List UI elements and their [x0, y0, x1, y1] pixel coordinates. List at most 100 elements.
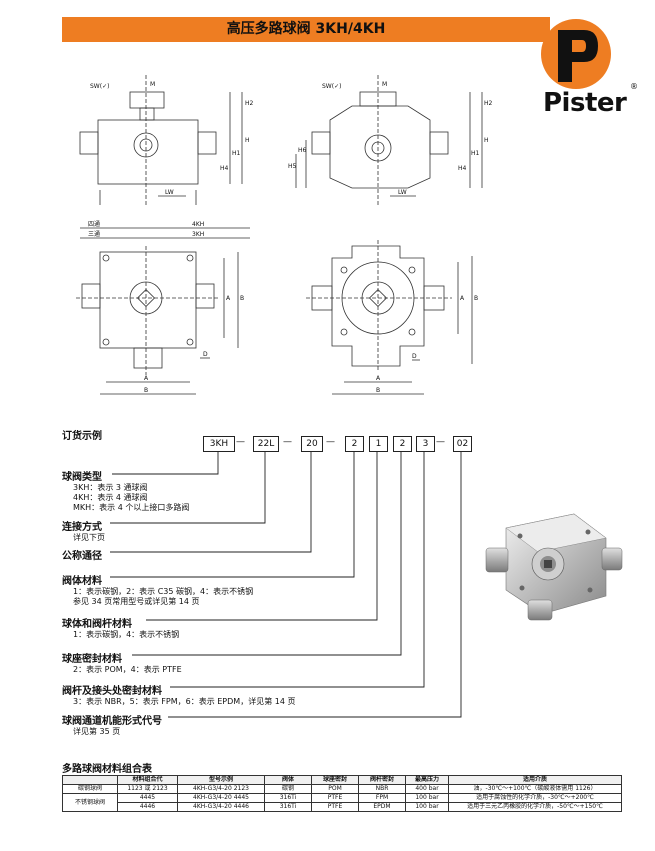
a-label: A [226, 295, 231, 302]
col-header: 阀体 [264, 775, 312, 785]
table-row: 4446 4KH-G3/4-20 4446 316Ti PTFE EPDM 10… [63, 802, 622, 812]
desc-line: 详见第 35 页 [73, 727, 121, 736]
plan-view-3kh [76, 227, 250, 395]
desc-line: 详见下页 [73, 533, 105, 542]
b-label: B [376, 387, 380, 394]
desc-line: 参见 34 页常用型号或详见第 14 页 [73, 597, 200, 606]
table-cell: 4446 [117, 802, 178, 812]
a-label: A [460, 295, 465, 302]
section-body-material: 阀体材料 1：表示碳钢，2：表示 C35 碳钢，4：表示不锈钢 参见 34 页常… [62, 572, 253, 607]
h4-label: H4 [220, 165, 229, 172]
h-label: H [484, 137, 489, 144]
h2-label: H2 [484, 100, 493, 107]
code-body-material: 2 [345, 436, 364, 452]
technical-drawings: SW(✓) M H2 H H1 H4 LW SW(✓) M H2 H H6 H5… [76, 75, 493, 395]
registered-mark: ® [630, 82, 638, 91]
m-label: M [382, 81, 387, 88]
h-label: H [245, 137, 250, 144]
section-title: 球体和阀杆材料 [62, 619, 132, 630]
brand-name: Pister [543, 88, 627, 118]
table-cell: 316Ti [264, 802, 312, 812]
table-row: 不锈钢球阀 4445 4KH-G3/4-20 4445 316Ti PTFE F… [62, 793, 622, 812]
header-bar [62, 17, 550, 42]
front-view-4kh [295, 75, 483, 205]
plan-view-4kh [306, 240, 473, 395]
b-label: B [240, 295, 244, 302]
valve-product-photo [485, 513, 623, 621]
table-cell: 4445 [117, 793, 178, 803]
code-function: 02 [453, 436, 472, 452]
b-label: B [474, 295, 478, 302]
desc-line: 1：表示碳钢，4：表示不锈钢 [73, 630, 180, 639]
d-label: D [203, 351, 208, 358]
sw-label: SW(✓) [322, 83, 341, 90]
material-table: 材料组合代 型号示例 阀体 球座密封 阀杆密封 最高压力 适用介质 碳钢球阀 1… [62, 775, 622, 812]
section-title: 连接方式 [62, 522, 102, 533]
pister-logo [541, 19, 611, 89]
desc-line: 3KH：表示 3 通球阀 [73, 483, 148, 492]
code-type: 3KH [203, 436, 235, 452]
section-ball-stem-material: 球体和阀杆材料 1：表示碳钢，4：表示不锈钢 [62, 615, 179, 640]
code-stem-seal: 3 [416, 436, 435, 452]
code-dash: — [283, 437, 292, 447]
code-nominal-size: 20 [301, 436, 323, 452]
h5-label: H5 [288, 163, 297, 170]
desc-line: 3：表示 NBR，5：表示 FPM，6：表示 EPDM，详见第 14 页 [73, 697, 296, 706]
col-header: 材料组合代 [117, 775, 178, 785]
section-nominal-size: 公称通径 [62, 547, 102, 562]
four-way-label: 四通 [88, 220, 100, 228]
col-header: 阀杆密封 [358, 775, 406, 785]
table-cell: 不锈钢球阀 [62, 793, 118, 812]
table-cell: 316Ti [264, 793, 312, 803]
section-desc: 3KH：表示 3 通球阀 4KH：表示 4 通球阀 MKH：表示 4 个以上接口… [73, 483, 189, 513]
desc-line: MKH：表示 4 个以上接口多路阀 [73, 503, 190, 512]
h4-label: H4 [458, 165, 467, 172]
table-cell: POM [311, 784, 359, 794]
table-cell: 1123 或 2123 [117, 784, 178, 794]
section-function-code: 球阀通道机能形式代号 详见第 35 页 [62, 712, 162, 737]
table-cell: 4KH-G3/4-20 4445 [177, 793, 265, 803]
table-row: 碳钢球阀 1123 或 2123 4KH-G3/4-20 2123 碳钢 POM… [62, 784, 622, 794]
col-header: 球座密封 [311, 775, 359, 785]
table-cell: EPDM [358, 802, 406, 812]
section-seat-seal: 球座密封材料 2：表示 POM，4：表示 PTFE [62, 650, 182, 675]
table-cell: 油，-30℃～+100℃（碳酸液体需用 1126） [448, 784, 622, 794]
table-cell: 4KH-G3/4-20 4446 [177, 802, 265, 812]
table-cell: 100 bar [405, 802, 449, 812]
sw-label: SW(✓) [90, 83, 109, 90]
col-header: 型号示例 [177, 775, 265, 785]
code-dash: — [436, 437, 445, 447]
h1-label: H1 [232, 150, 241, 157]
3kh-label: 3KH [192, 231, 204, 238]
table-cell: 适用于三元乙丙橡胶的化学介质，-50℃～+150℃ [448, 802, 622, 812]
table-cell: 碳钢 [264, 784, 312, 794]
table-title: 多路球阀材料组合表 [62, 764, 152, 775]
page-title: 高压多路球阀 3KH/4KH [226, 21, 386, 37]
table-cell: 100 bar [405, 793, 449, 803]
desc-line: 2：表示 POM，4：表示 PTFE [73, 665, 182, 674]
code-connection: 22L [253, 436, 279, 452]
order-heading: 订货示例 [62, 431, 102, 442]
desc-line: 1：表示碳钢，2：表示 C35 碳钢，4：表示不锈钢 [73, 587, 254, 596]
lw-label: LW [398, 189, 407, 196]
table-cell: NBR [358, 784, 406, 794]
code-ball-material: 1 [369, 436, 388, 452]
desc-line: 4KH：表示 4 通球阀 [73, 493, 148, 502]
section-title: 公称通径 [62, 551, 102, 562]
4kh-label: 4KH [192, 221, 204, 228]
section-connection: 连接方式 详见下页 [62, 518, 105, 543]
section-title: 阀体材料 [62, 576, 102, 587]
col-header: 适用介质 [448, 775, 622, 785]
code-dash: — [326, 437, 335, 447]
table-header-row: 材料组合代 型号示例 阀体 球座密封 阀杆密封 最高压力 适用介质 [62, 775, 622, 785]
h2-label: H2 [245, 100, 254, 107]
h6-label: H6 [298, 147, 307, 154]
a-label: A [376, 375, 381, 382]
section-title: 球阀类型 [62, 472, 102, 483]
section-desc: 1：表示碳钢，2：表示 C35 碳钢，4：表示不锈钢 参见 34 页常用型号或详… [73, 587, 253, 607]
lw-label: LW [165, 189, 174, 196]
table-cell: 碳钢球阀 [62, 784, 118, 794]
h1-label: H1 [471, 150, 480, 157]
code-dash: — [236, 437, 245, 447]
